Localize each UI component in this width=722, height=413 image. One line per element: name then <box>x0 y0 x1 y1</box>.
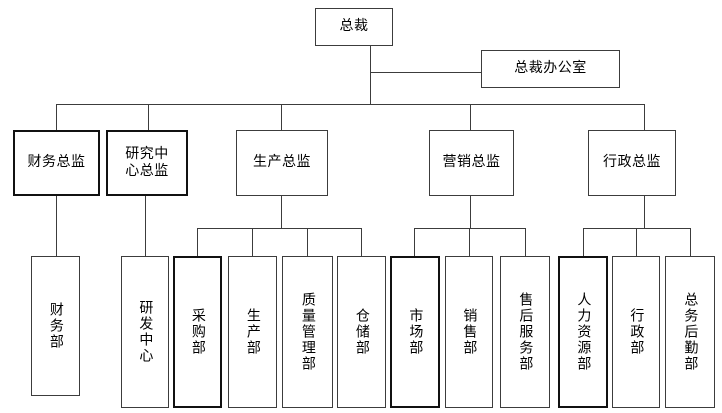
connector-production-to-warehouse <box>361 228 362 256</box>
node-dept-finance[interactable]: 财务部 <box>31 256 80 396</box>
connector-bus-to-finance <box>56 104 57 130</box>
connector-president-down <box>370 45 371 105</box>
connector-main-bus <box>56 104 645 105</box>
node-dept-hr-label: 人力资源部 <box>575 292 592 372</box>
node-director-finance-label: 财务总监 <box>27 154 86 171</box>
node-dept-admin-label: 行政部 <box>628 308 645 356</box>
node-dept-sales-label: 销售部 <box>461 308 478 356</box>
node-dept-warehouse[interactable]: 仓储部 <box>337 256 386 408</box>
node-dept-warehouse-label: 仓储部 <box>353 308 370 356</box>
node-dept-market[interactable]: 市场部 <box>390 256 440 408</box>
connector-president-to-office <box>370 72 482 73</box>
node-dept-market-label: 市场部 <box>407 308 424 356</box>
node-director-admin[interactable]: 行政总监 <box>588 130 676 196</box>
connector-finance-to-dept <box>56 196 57 256</box>
node-dept-general-affairs[interactable]: 总务后勤部 <box>665 256 715 408</box>
node-director-research[interactable]: 研究中 心总监 <box>106 130 188 196</box>
node-dept-after-sales-label: 售后服务部 <box>517 292 534 372</box>
node-director-finance[interactable]: 财务总监 <box>13 130 100 196</box>
connector-bus-to-research <box>148 104 149 130</box>
node-dept-finance-label: 财务部 <box>47 302 64 350</box>
node-dept-admin[interactable]: 行政部 <box>612 256 660 408</box>
connector-marketing-to-market <box>414 228 415 256</box>
connector-marketing-to-sales <box>469 228 470 256</box>
connector-bus-to-marketing <box>470 104 471 130</box>
connector-production-to-purchasing <box>197 228 198 256</box>
connector-bus-to-production <box>281 104 282 130</box>
connector-production-to-production-dept <box>252 228 253 256</box>
node-dept-quality-label: 质量管理部 <box>299 292 316 372</box>
connector-production-stem <box>281 196 282 228</box>
node-dept-general-affairs-label: 总务后勤部 <box>682 292 699 372</box>
node-director-admin-label: 行政总监 <box>603 154 661 171</box>
node-dept-purchasing[interactable]: 采购部 <box>173 256 222 408</box>
node-president-office-label: 总裁办公室 <box>514 60 587 77</box>
node-dept-purchasing-label: 采购部 <box>189 308 206 356</box>
node-president-label: 总裁 <box>339 18 369 35</box>
node-dept-quality[interactable]: 质量管理部 <box>282 256 333 408</box>
node-director-marketing-label: 营销总监 <box>442 154 501 171</box>
node-dept-production-label: 生产部 <box>244 308 261 356</box>
node-dept-rd-center-label: 研发中心 <box>137 300 154 364</box>
node-dept-hr[interactable]: 人力资源部 <box>558 256 608 408</box>
connector-production-to-quality <box>307 228 308 256</box>
connector-marketing-stem <box>470 196 471 228</box>
node-dept-sales[interactable]: 销售部 <box>445 256 493 408</box>
connector-admin-to-admin-dept <box>636 228 637 256</box>
node-dept-production[interactable]: 生产部 <box>228 256 277 408</box>
connector-research-to-rd <box>145 196 146 256</box>
node-director-research-label: 研究中 心总监 <box>125 145 169 179</box>
node-director-production[interactable]: 生产总监 <box>236 130 328 196</box>
node-president[interactable]: 总裁 <box>315 8 393 46</box>
node-director-production-label: 生产总监 <box>253 154 311 171</box>
node-president-office[interactable]: 总裁办公室 <box>481 50 620 88</box>
connector-marketing-to-after-sales <box>525 228 526 256</box>
connector-admin-to-general-affairs <box>690 228 691 256</box>
connector-production-bus <box>197 228 362 229</box>
node-dept-rd-center[interactable]: 研发中心 <box>121 256 169 408</box>
connector-admin-to-hr <box>583 228 584 256</box>
node-dept-after-sales[interactable]: 售后服务部 <box>500 256 550 408</box>
connector-bus-to-admin <box>644 104 645 130</box>
connector-admin-stem <box>644 196 645 228</box>
node-director-marketing[interactable]: 营销总监 <box>429 130 514 196</box>
